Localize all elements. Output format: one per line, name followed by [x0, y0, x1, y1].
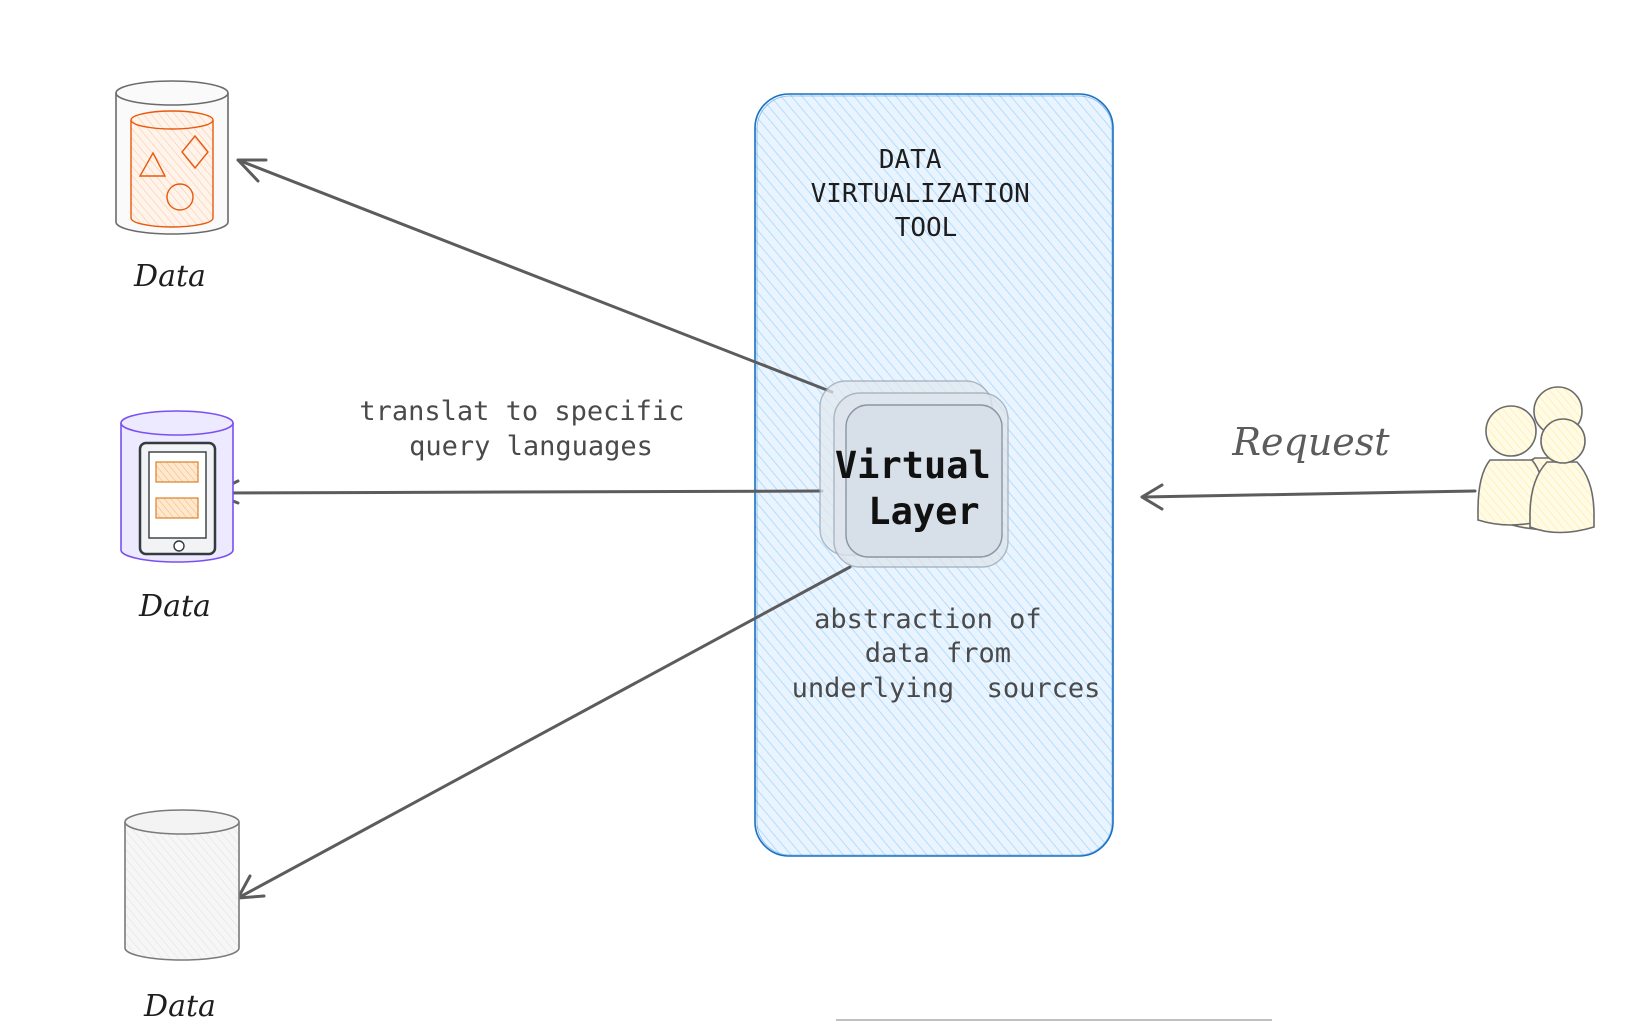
data-label: Data [138, 589, 211, 624]
tablet-icon [138, 441, 217, 556]
arrow-to-data-2 [211, 479, 824, 505]
diamond-icon [181, 134, 209, 170]
request-label: Request [1231, 420, 1390, 464]
triangle-icon [138, 151, 167, 177]
arrow-request [1140, 483, 1477, 511]
tool-title: DATA VIRTUALIZATION TOOL [811, 145, 1046, 243]
data-label: Data [133, 259, 206, 294]
virtual-layer-label: Virtual Layer [835, 444, 1013, 533]
translate-caption: translat to specific query languages [359, 396, 700, 462]
data-source-2: Data [120, 410, 234, 624]
arrow-to-data-1 [236, 158, 834, 394]
virtual-layer: Virtual Layer [819, 380, 1013, 568]
database-icon [115, 80, 229, 235]
database-icon [124, 809, 240, 961]
abstraction-caption: abstraction of data from underlying sour… [792, 604, 1101, 704]
data-source-1: Data [115, 80, 229, 294]
circle-icon [166, 183, 194, 211]
people-icon [1477, 386, 1595, 534]
data-source-3: Data [124, 809, 240, 1022]
data-label: Data [143, 989, 216, 1022]
